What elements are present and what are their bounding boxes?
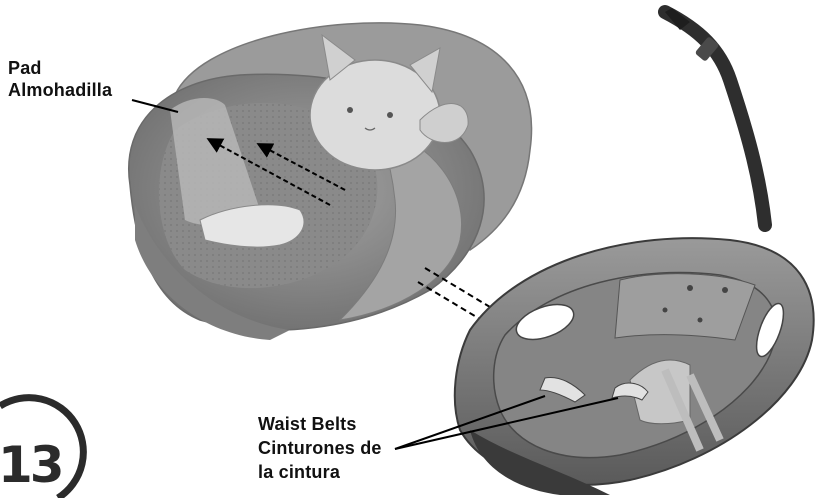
seat-shell-illustration [455, 238, 814, 495]
label-pad-spanish: Almohadilla [8, 80, 112, 101]
swing-arm-frame [665, 8, 765, 225]
label-pad-english: Pad [8, 58, 42, 79]
seat-pad-illustration [129, 23, 532, 340]
label-waist-belts-spanish-line1: Cinturones de [258, 438, 382, 459]
label-waist-belts-english: Waist Belts [258, 414, 357, 435]
step-number: 13 [0, 436, 62, 494]
label-waist-belts-spanish-line2: la cintura [258, 462, 340, 483]
